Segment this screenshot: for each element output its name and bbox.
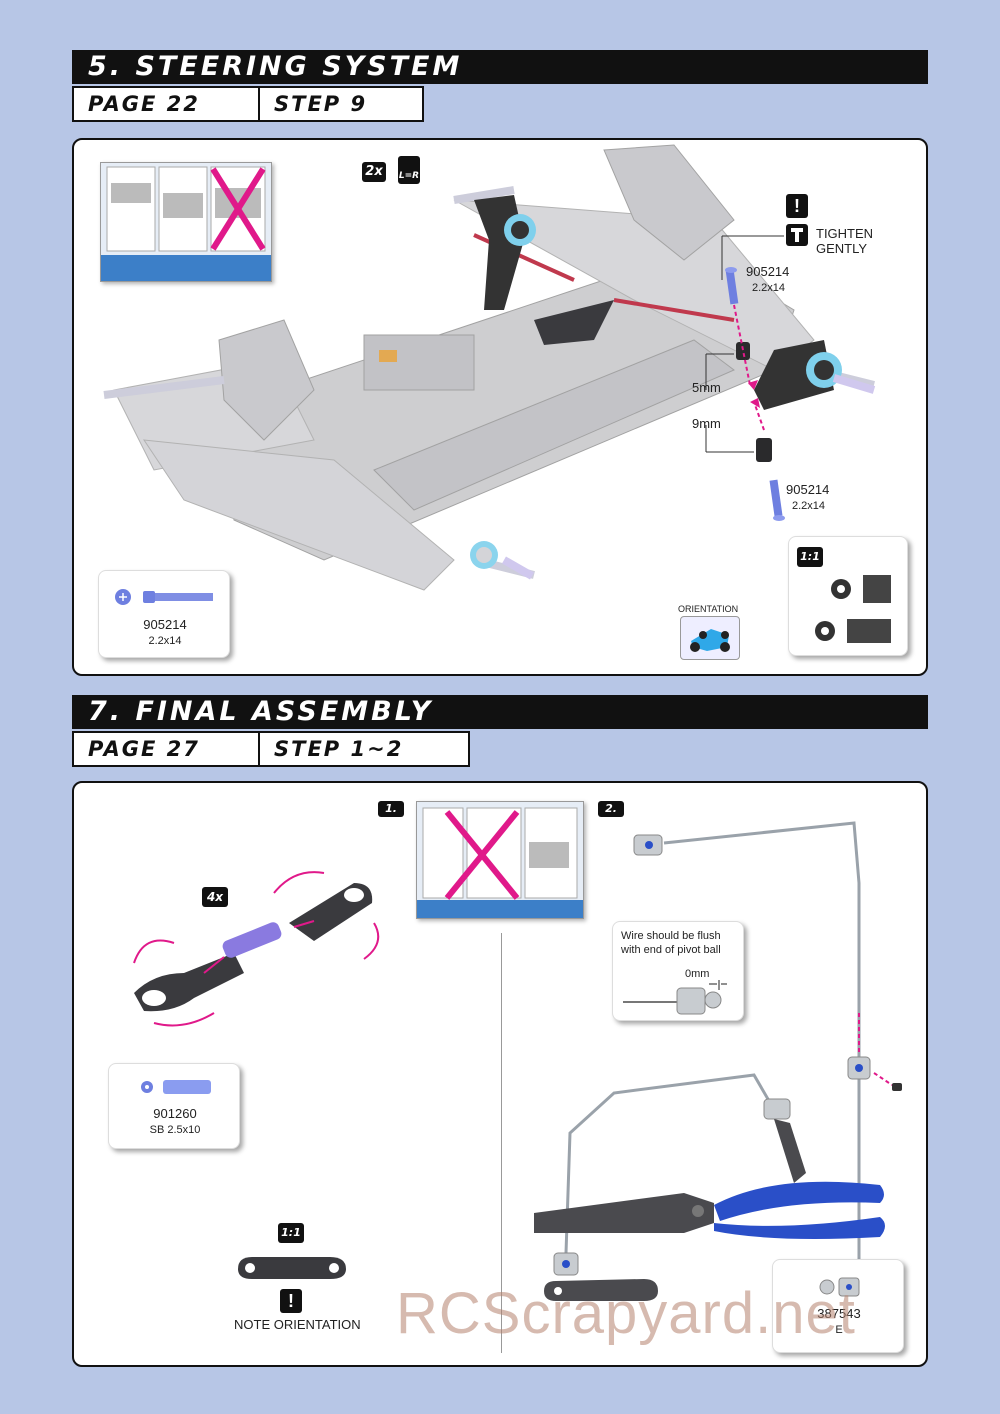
note-orientation-label: NOTE ORIENTATION xyxy=(234,1317,361,1332)
section1-title: 5. STEERING SYSTEM xyxy=(72,50,928,84)
section2-subheader: PAGE 27 STEP 1~2 xyxy=(72,731,470,767)
lr-badge: L=R xyxy=(398,156,420,184)
section2-title: 7. FINAL ASSEMBLY xyxy=(72,695,928,729)
scale-badge: 1:1 xyxy=(797,547,823,567)
orientation-car-icon xyxy=(680,616,740,660)
step1-badge: 1. xyxy=(378,801,404,817)
manual-thumbnail-2 xyxy=(416,801,584,919)
pivot-ball-part-box: 387543 E xyxy=(772,1259,904,1353)
bottom-screw-part-number: 905214 xyxy=(786,482,830,497)
spacer-9mm-label: 9mm xyxy=(692,416,721,431)
wire-note-line1: Wire should be flush xyxy=(621,930,721,942)
section1-step-label: STEP 9 xyxy=(260,86,424,122)
ball-stud-part-box: 901260 SB 2.5x10 xyxy=(108,1063,240,1149)
ball-stud-part-number: 901260 xyxy=(153,1106,197,1121)
screw-part-box: 905214 2.2x14 xyxy=(98,570,230,658)
anti-roll-bar-illustration xyxy=(534,821,902,1333)
watermark-text: RCScrapyard.net xyxy=(396,1281,856,1346)
section2-page-label: PAGE 27 xyxy=(72,731,260,767)
rod-end-assembly xyxy=(133,871,380,1027)
manual-thumbnail xyxy=(100,162,272,282)
tighten-gently-label: TIGHTEN GENTLY xyxy=(816,226,874,256)
section1-panel: 2x L=R xyxy=(72,138,928,676)
top-screw-part-number: 905214 xyxy=(746,264,790,279)
step2-badge: 2. xyxy=(598,801,624,817)
section2-panel: 1. 2. 4x xyxy=(72,781,928,1367)
qty-4x-badge: 4x xyxy=(202,887,228,907)
bottom-screw-size: 2.2x14 xyxy=(792,500,826,512)
section1-page-label: PAGE 22 xyxy=(72,86,260,122)
spacer-scale-box: 1:1 xyxy=(788,536,908,656)
warning-icon: ! xyxy=(786,194,808,218)
pivot-ball-part-letter: E xyxy=(835,1324,843,1336)
ball-stud-part-size: SB 2.5x10 xyxy=(149,1124,201,1136)
qty-badge: 2x xyxy=(362,162,386,182)
section1-subheader: PAGE 22 STEP 9 xyxy=(72,86,424,122)
screw-tighten-icon xyxy=(786,224,808,246)
top-screw-size: 2.2x14 xyxy=(752,282,786,294)
step-divider xyxy=(501,933,502,1353)
wire-note-line2: with end of pivot ball xyxy=(621,944,721,956)
spacer-5mm-label: 5mm xyxy=(692,380,721,395)
screw-part-size: 2.2x14 xyxy=(148,635,182,647)
section2-step-label: STEP 1~2 xyxy=(260,731,470,767)
link-rod-icon xyxy=(238,1257,346,1279)
scale-badge-2: 1:1 xyxy=(278,1223,304,1243)
pivot-ball-part-number: 387543 xyxy=(817,1306,861,1321)
orientation-label: ORIENTATION xyxy=(678,604,739,614)
warning-icon-2: ! xyxy=(280,1289,302,1313)
chassis-illustration xyxy=(103,144,876,591)
screw-part-number: 905214 xyxy=(143,617,187,632)
wire-flush-callout: Wire should be flush with end of pivot b… xyxy=(612,921,744,1021)
zero-mm-label: 0mm xyxy=(685,968,710,980)
